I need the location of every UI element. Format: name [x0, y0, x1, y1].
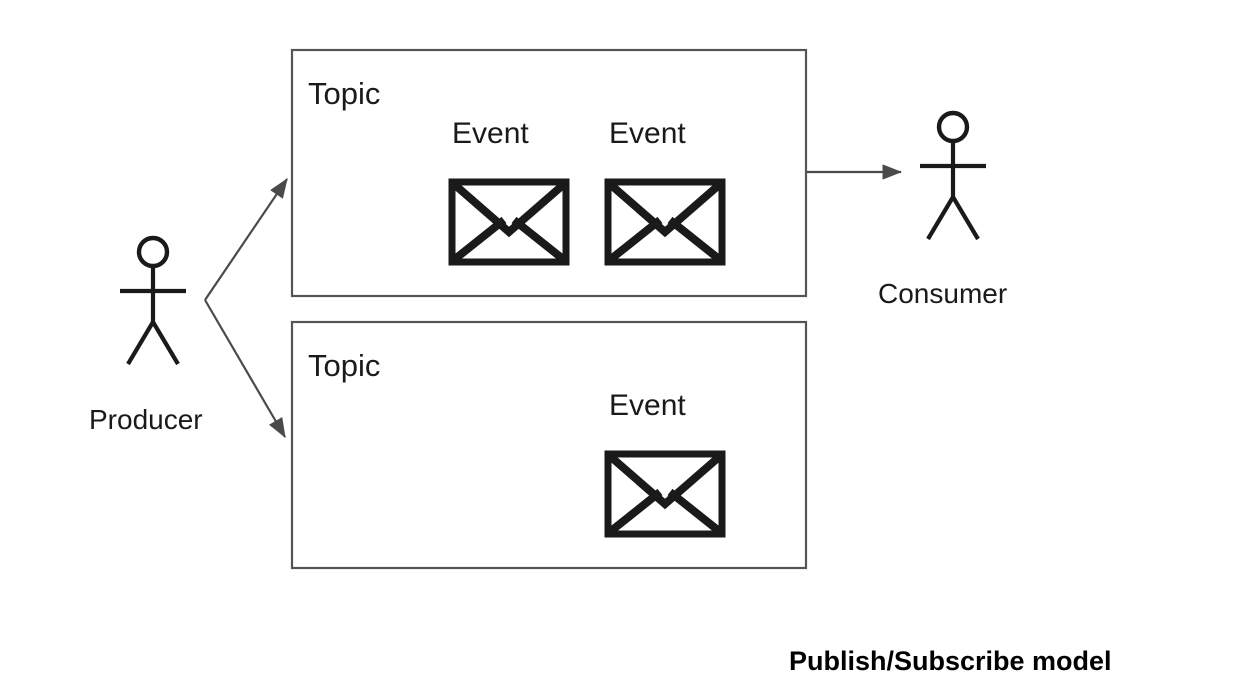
event-1-1[interactable]: Event [448, 117, 570, 266]
topic-box-2[interactable]: Topic Event [290, 320, 808, 570]
stick-figure-person-icon [120, 235, 186, 366]
topic-box-2-label: Topic [308, 348, 380, 383]
event-2-1-label: Event [609, 389, 686, 422]
producer-label: Producer [89, 404, 203, 435]
event-1-1-label: Event [452, 117, 529, 150]
topic-box-1[interactable]: Topic Event Event [290, 48, 808, 298]
consumer-actor[interactable]: Consumer [878, 110, 1007, 309]
event-2-1[interactable]: Event [604, 389, 726, 538]
producer-actor[interactable]: Producer [89, 235, 203, 435]
connection-producer-to-topic-2 [204, 299, 286, 438]
connection-producer-to-topic-1 [204, 178, 288, 301]
event-1-2[interactable]: Event [604, 117, 726, 266]
topic-box-2-outline [290, 320, 808, 570]
event-1-2-label: Event [609, 117, 686, 150]
diagram-caption: Publish/Subscribe model [789, 646, 1112, 676]
stick-figure-person-icon [920, 110, 986, 241]
topic-box-1-label: Topic [308, 76, 380, 111]
envelope-icon [448, 178, 570, 266]
consumer-label: Consumer [878, 278, 1007, 309]
envelope-icon [604, 178, 726, 266]
envelope-icon [604, 450, 726, 538]
